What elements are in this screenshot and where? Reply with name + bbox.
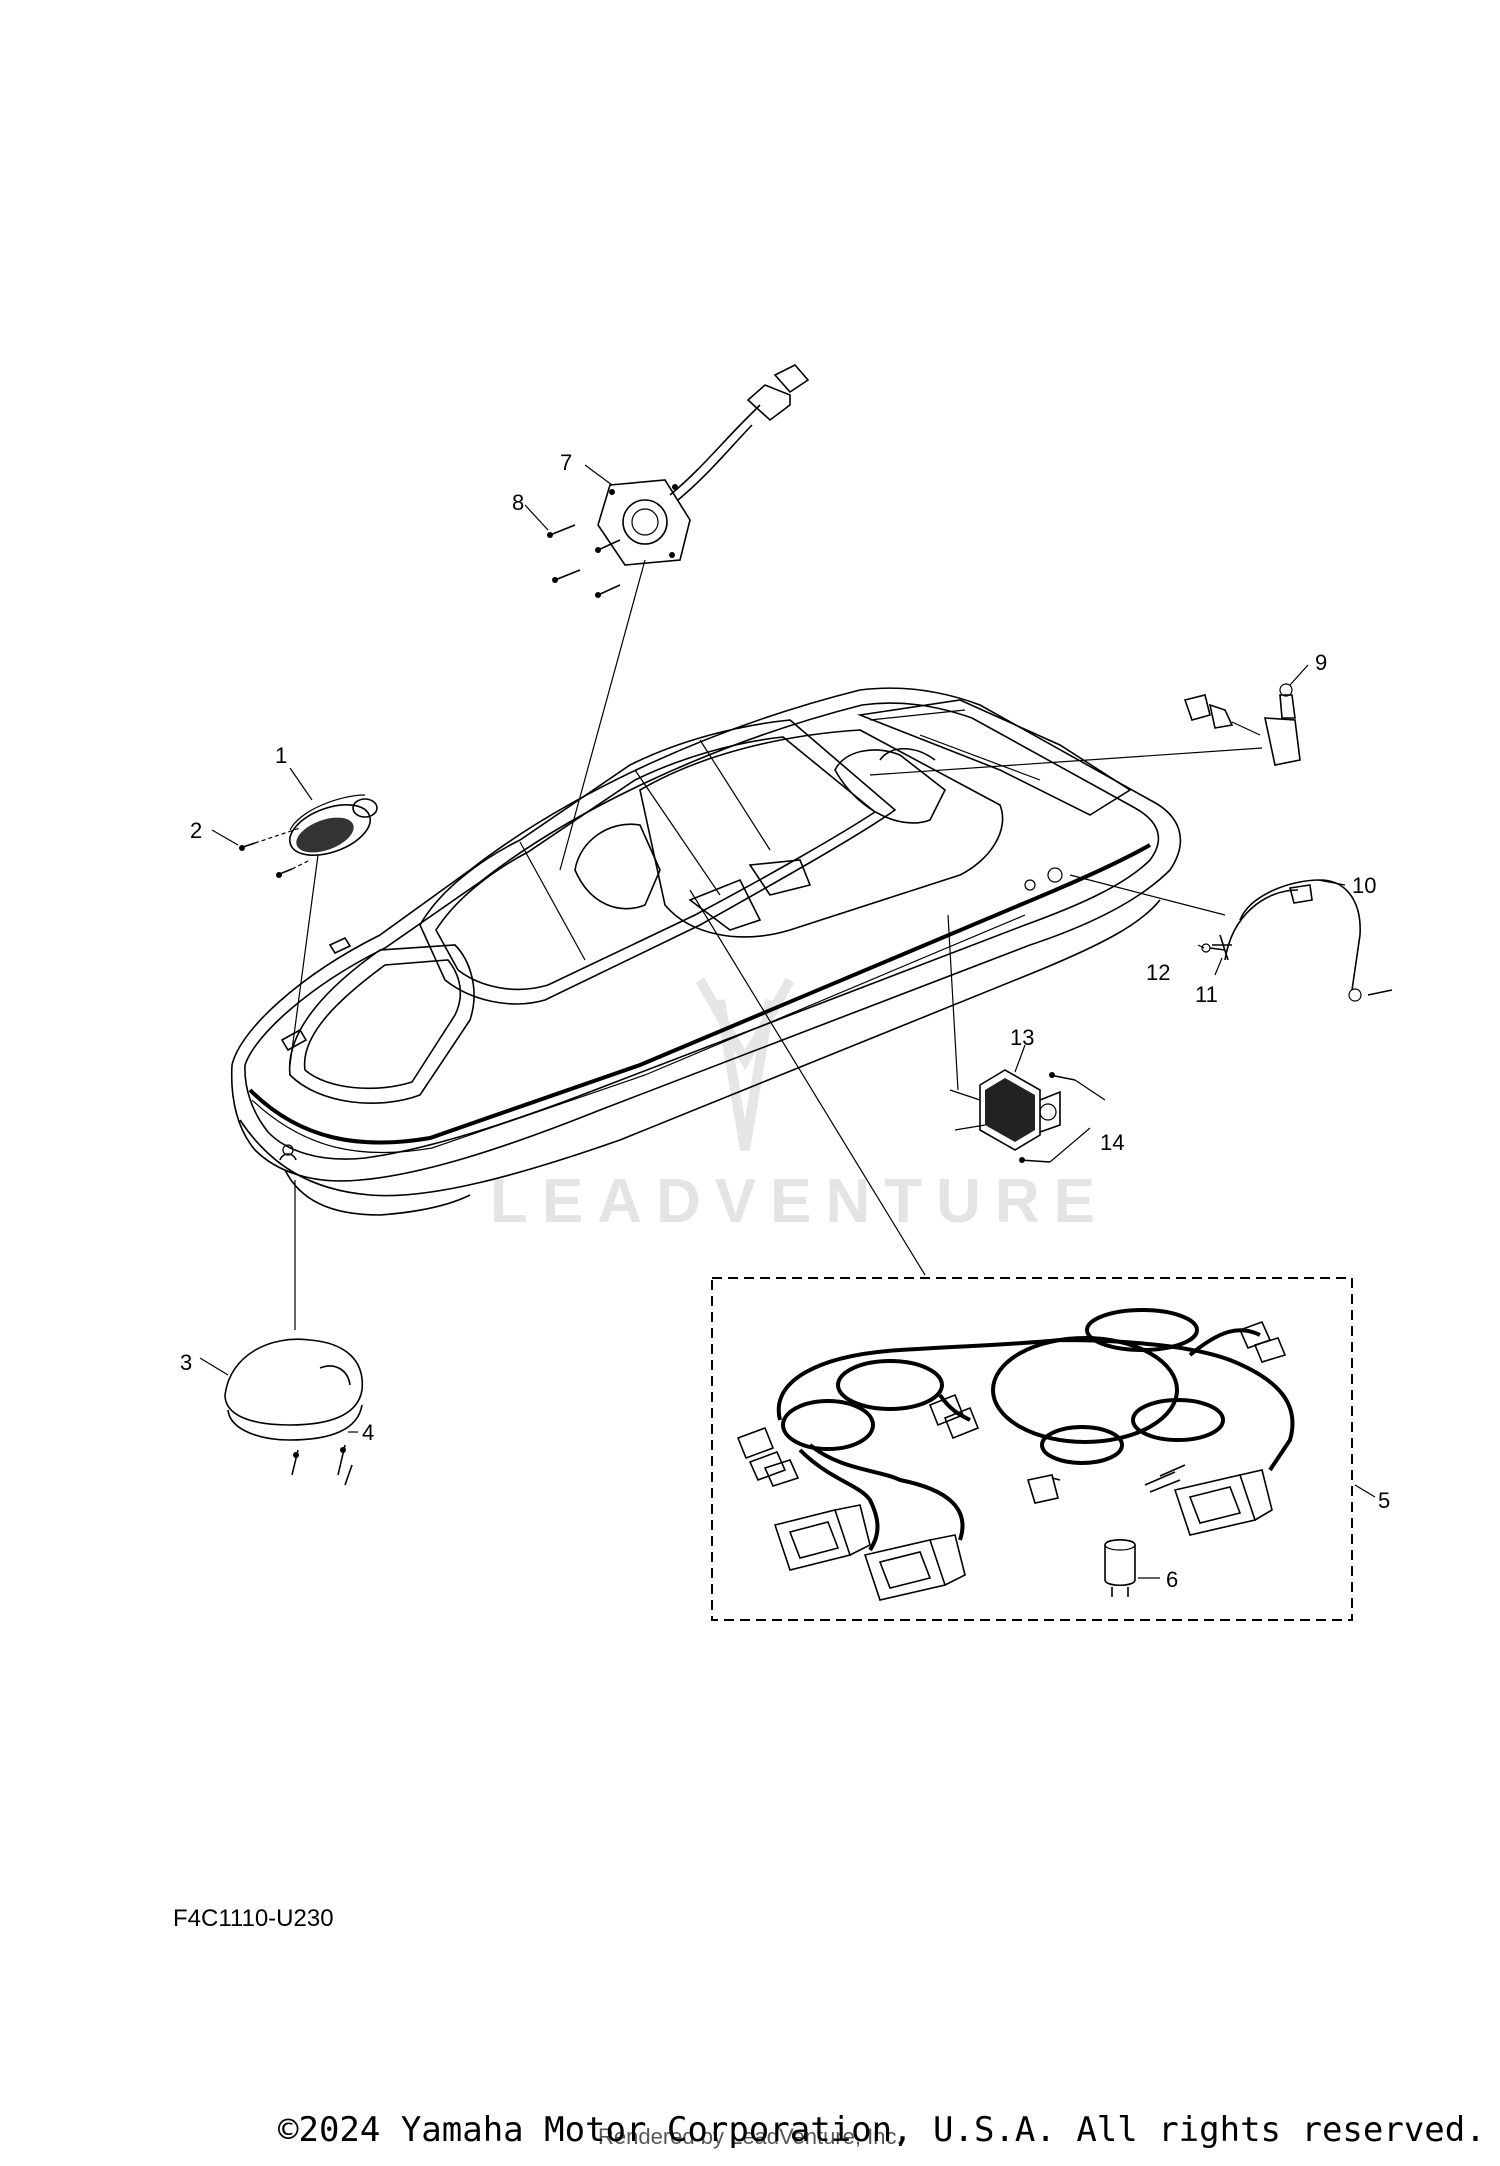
part-3-cover bbox=[224, 1338, 364, 1441]
leader-5-main bbox=[689, 889, 926, 1276]
part-5-harness bbox=[736, 1308, 1295, 1601]
leader-1b bbox=[289, 767, 313, 801]
leader-14 bbox=[1049, 1079, 1106, 1163]
boat-hull bbox=[230, 687, 1182, 1216]
callout-10: 10 bbox=[1352, 873, 1376, 898]
plug-left-a bbox=[773, 1504, 871, 1571]
callout-8: 8 bbox=[512, 490, 524, 515]
callout-6: 6 bbox=[1166, 1567, 1178, 1592]
leader-12 bbox=[1197, 944, 1205, 949]
leader-1 bbox=[289, 854, 319, 1066]
leader-8 bbox=[524, 504, 549, 531]
part-11-clip bbox=[1212, 934, 1232, 961]
rendered-by-text: Rendered by LeadVenture, Inc. bbox=[598, 2124, 903, 2149]
leader-9 bbox=[869, 747, 1263, 776]
leader-9b bbox=[1289, 664, 1309, 686]
plug-left-b bbox=[863, 1534, 966, 1601]
callout-7: 7 bbox=[560, 450, 572, 475]
leader-5 bbox=[1354, 1484, 1376, 1498]
leader-10 bbox=[1069, 874, 1226, 916]
callout-5: 5 bbox=[1378, 1488, 1390, 1513]
leader-2 bbox=[211, 829, 239, 846]
part-6-relay bbox=[1104, 1538, 1136, 1597]
watermark: LEADVENTURE bbox=[490, 977, 1109, 1236]
callout-13: 13 bbox=[1010, 1025, 1034, 1050]
copyright-text: ©2024 Yamaha Motor Corporation, U.S.A. A… bbox=[278, 2110, 1486, 2150]
callout-4: 4 bbox=[362, 1420, 374, 1445]
diagram-code: F4C1110-U230 bbox=[173, 1905, 334, 1932]
leader-11 bbox=[1214, 957, 1223, 976]
plug-right bbox=[1173, 1469, 1273, 1536]
callout-9: 9 bbox=[1315, 650, 1327, 675]
kit-box bbox=[711, 1277, 1353, 1621]
part-1-speaker bbox=[289, 794, 378, 856]
callout-1: 1 bbox=[275, 743, 287, 768]
connector-center-upper bbox=[928, 1393, 980, 1440]
leader-3b bbox=[199, 1357, 229, 1376]
part-4-screws bbox=[291, 1444, 353, 1486]
part-10-bracket bbox=[1224, 879, 1393, 1002]
callout-12: 12 bbox=[1146, 960, 1170, 985]
connector-left-upper bbox=[736, 1426, 800, 1487]
callout-3: 3 bbox=[180, 1350, 192, 1375]
part-9-sensor bbox=[1183, 683, 1301, 766]
connector-right-upper bbox=[1238, 1320, 1287, 1363]
connector-pins-right bbox=[1144, 1464, 1186, 1493]
callout-14: 14 bbox=[1100, 1130, 1124, 1155]
part-2-screws bbox=[239, 827, 311, 878]
leader-7b bbox=[584, 464, 613, 486]
part-7-gauge bbox=[597, 364, 810, 566]
connector-center-small bbox=[1026, 1474, 1061, 1504]
part-12-screw bbox=[1201, 943, 1226, 953]
watermark-text: LEADVENTURE bbox=[490, 1167, 1109, 1236]
callout-2: 2 bbox=[190, 818, 202, 843]
leader-13b bbox=[1014, 1044, 1026, 1073]
callout-11: 11 bbox=[1195, 982, 1218, 1007]
part-14-screws bbox=[1019, 1072, 1076, 1163]
part-13-switch bbox=[949, 1069, 1061, 1151]
leader-13 bbox=[947, 914, 959, 1091]
leader-10b bbox=[1317, 879, 1346, 886]
leader-7 bbox=[559, 559, 646, 871]
part-8-screws bbox=[547, 524, 621, 598]
